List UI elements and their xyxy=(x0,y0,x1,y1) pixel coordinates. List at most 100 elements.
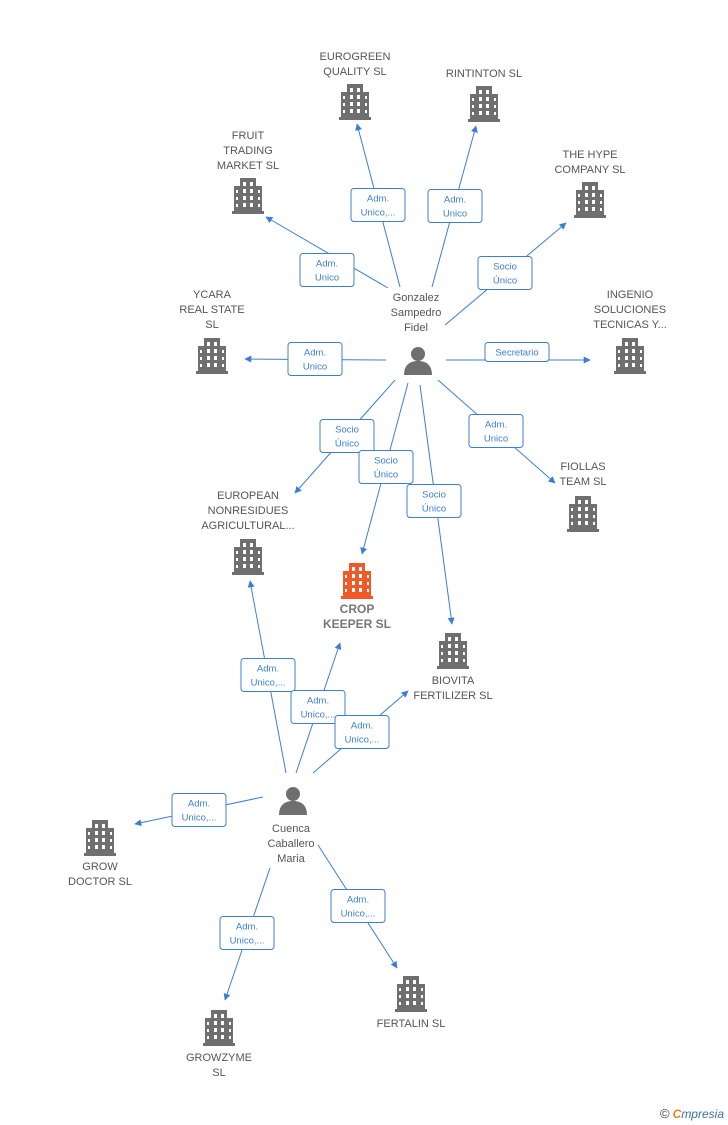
edge-label-text: Único xyxy=(374,470,398,481)
company-node-fertalin[interactable]: FERTALIN SL xyxy=(377,976,446,1030)
edge-label-box xyxy=(319,419,375,453)
company-name-line: SL xyxy=(212,1067,225,1079)
edge-gonzalez-rintinton: Adm. Unico xyxy=(427,125,483,288)
edge-label-box xyxy=(287,342,343,376)
edge-label-box xyxy=(240,658,296,692)
edge-label-text: Adm. xyxy=(304,348,326,359)
building-icon xyxy=(468,86,500,122)
company-node-biovita[interactable]: BIOVITA FERTILIZER SL xyxy=(413,633,493,702)
edge-label-text: Adm. xyxy=(485,420,507,431)
company-name-line: GROWZYME xyxy=(186,1052,252,1064)
building-icon xyxy=(437,633,469,669)
company-name-line: GROW xyxy=(82,861,118,873)
building-icon xyxy=(84,820,116,856)
person-icon xyxy=(404,347,432,375)
edge-label-text: Unico xyxy=(315,273,339,284)
company-node-grow[interactable]: GROW DOCTOR SL xyxy=(68,820,132,888)
edge-label[interactable]: Adm. Unico xyxy=(427,189,483,223)
company-name-line: BIOVITA xyxy=(432,675,475,687)
edge-label-box xyxy=(427,189,483,223)
person-name-line: Maria xyxy=(277,853,305,865)
edge-label[interactable]: Adm. Unico,... xyxy=(330,889,386,923)
building-icon xyxy=(567,496,599,532)
edge-label-text: Unico,... xyxy=(301,710,336,721)
edge-label-text: Unico,... xyxy=(361,208,396,219)
edge-label-text: Unico,... xyxy=(341,909,376,920)
edge-gonzalez-ycara: Adm. Unico xyxy=(244,342,387,376)
building-icon xyxy=(614,338,646,374)
edge-label-text: Unico xyxy=(303,362,327,373)
edge-label[interactable]: Adm.Unico xyxy=(299,253,355,287)
person-name-line: Sampedro xyxy=(391,307,442,319)
company-name-line: FIOLLAS xyxy=(560,461,605,473)
edge-label-text: Adm. xyxy=(236,922,258,933)
edge-label-text: Unico,... xyxy=(230,936,265,947)
edge-gonzalez-fruit: Adm.Unico xyxy=(265,216,389,289)
company-node-european[interactable]: EUROPEANNONRESIDUESAGRICULTURAL... xyxy=(201,490,295,575)
company-name-line: EUROGREEN xyxy=(320,51,391,63)
edge-label-text: Socio xyxy=(493,262,517,273)
company-name-line: RINTINTON SL xyxy=(446,68,522,80)
edge-label[interactable]: Adm. Unico,... xyxy=(290,690,346,724)
edge-label-text: Adm. xyxy=(444,195,466,206)
edge-label[interactable]: Secretario xyxy=(484,342,550,362)
company-name-line: FERTILIZER SL xyxy=(413,690,492,702)
company-name-line: DOCTOR SL xyxy=(68,876,132,888)
building-icon xyxy=(203,1010,235,1046)
edge-label[interactable]: Adm. Unico xyxy=(468,414,524,448)
empresia-watermark: ©Cmpresia xyxy=(660,1106,724,1121)
edge-label-box xyxy=(468,414,524,448)
edge-label-text: Adm. xyxy=(347,895,369,906)
building-icon xyxy=(232,178,264,214)
edge-label[interactable]: Adm. Unico,... xyxy=(219,916,275,950)
edge-label[interactable]: Adm.Unico,... xyxy=(171,793,227,827)
edge-label-text: Unico xyxy=(484,434,508,445)
edge-label-text: Adm. xyxy=(367,194,389,205)
copyright-symbol: © xyxy=(660,1106,670,1121)
company-node-rintinton[interactable]: RINTINTON SL xyxy=(446,68,522,122)
edge-label[interactable]: Adm.Unico,... xyxy=(334,715,390,749)
edge-label[interactable]: Adm. Unico,... xyxy=(350,188,406,222)
edge-cuenca-fertalin: Adm. Unico,... xyxy=(317,844,398,969)
edge-label-text: Adm. xyxy=(257,664,279,675)
edge-label-box xyxy=(290,690,346,724)
edge-cuenca-crop: Adm. Unico,... xyxy=(290,642,346,774)
edge-label[interactable]: Adm. Unico xyxy=(287,342,343,376)
edge-label-box xyxy=(219,916,275,950)
company-node-growzyme[interactable]: GROWZYME SL xyxy=(186,1010,252,1079)
edge-label-text: Unico xyxy=(443,209,467,220)
edge-label-text: Socio xyxy=(422,490,446,501)
edge-cuenca-biovita: Adm.Unico,... xyxy=(312,690,409,774)
company-name-line: THE HYPE xyxy=(562,149,617,161)
edge-label-text: Unico,... xyxy=(251,678,286,689)
edge-line xyxy=(265,216,389,289)
edge-label-text: Único xyxy=(422,504,446,515)
edge-label-box xyxy=(484,342,550,362)
edge-label-box xyxy=(477,256,533,290)
person-icon xyxy=(279,787,307,815)
edge-label-text: Unico,... xyxy=(345,735,380,746)
company-name-line: SOLUCIONES xyxy=(594,304,666,316)
edge-label-box xyxy=(350,188,406,222)
edge-label[interactable]: Adm. Unico,... xyxy=(240,658,296,692)
edge-gonzalez-eurogreen: Adm. Unico,... xyxy=(350,123,406,288)
edge-label-text: Adm. xyxy=(307,696,329,707)
